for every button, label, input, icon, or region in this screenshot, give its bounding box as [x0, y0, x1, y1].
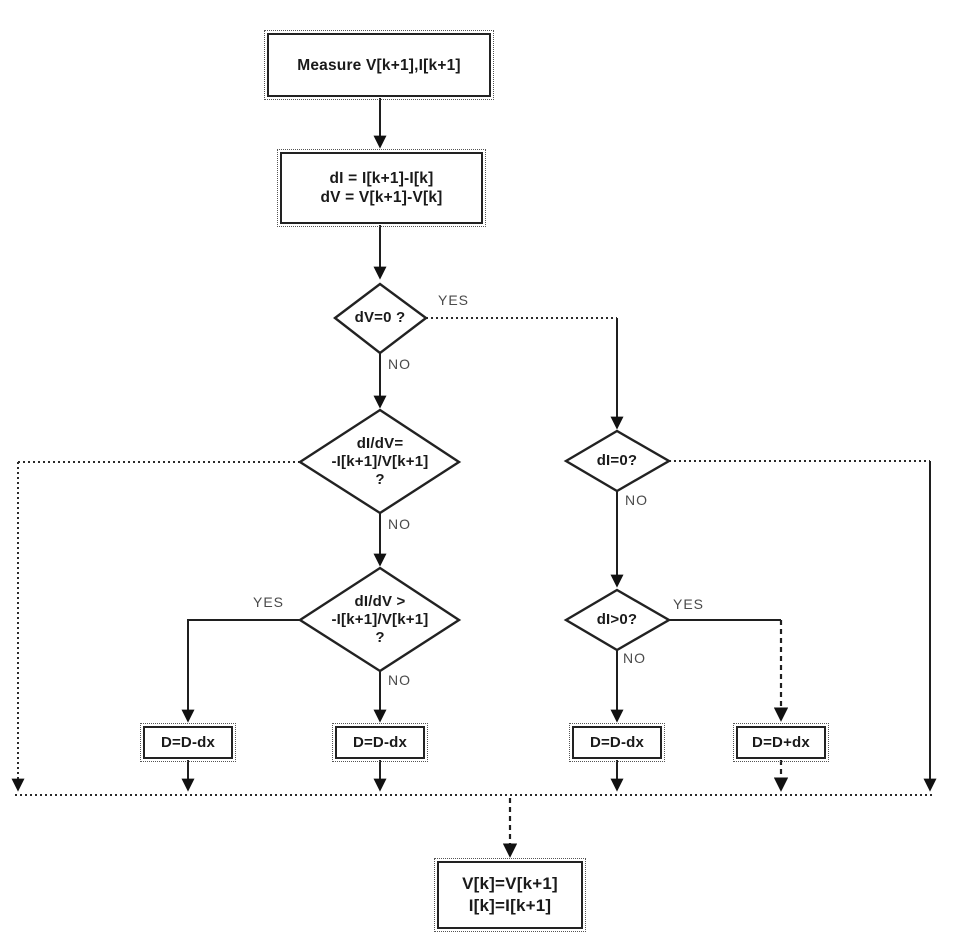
- edge-label-dv-zero-yes: YES: [438, 292, 470, 308]
- edge-label-didv-eq-no: NO: [388, 516, 411, 532]
- edge-didvgt-yes: [181, 619, 301, 723]
- decision-didv-eq-label: dI/dV= -I[k+1]/V[k+1] ?: [297, 435, 463, 489]
- edge-label-didv-gt-no: NO: [388, 672, 411, 688]
- process-measure: Measure V[k+1],I[k+1]: [264, 30, 494, 100]
- process-delta-calc-line2: dV = V[k+1]-V[k]: [320, 189, 443, 206]
- process-update-history: V[k]=V[k+1] I[k]=I[k+1]: [434, 858, 586, 932]
- process-update-history-line1: V[k]=V[k+1]: [462, 874, 558, 893]
- decision-didv-gt-line2: -I[k+1]/V[k+1]: [331, 611, 429, 628]
- action-increase-duty: D=D+dx: [733, 723, 829, 762]
- decision-di-zero-label: dI=0?: [596, 452, 638, 469]
- diamond-di-zero: [563, 429, 672, 493]
- decision-dv-zero-label: dV=0 ?: [354, 309, 406, 326]
- action-decrease-duty-3: D=D-dx: [569, 723, 665, 762]
- decision-didv-gt-label: dI/dV > -I[k+1]/V[k+1] ?: [297, 593, 463, 647]
- decision-didv-gt-line1: dI/dV >: [354, 593, 406, 610]
- action-decrease-duty-1: D=D-dx: [140, 723, 236, 762]
- decision-didv-eq-line3: ?: [375, 471, 385, 488]
- diamond-dv-zero: [333, 282, 429, 355]
- edge-label-di-gt-zero-no: NO: [623, 650, 646, 666]
- process-update-history-line2: I[k]=I[k+1]: [468, 896, 552, 915]
- action-decrease-duty-2-label: D=D-dx: [352, 734, 408, 751]
- edge-label-di-gt-zero-yes: YES: [673, 596, 705, 612]
- action-decrease-duty-2: D=D-dx: [332, 723, 428, 762]
- diamond-didv-eq: [297, 408, 462, 515]
- decision-didv-gt-line3: ?: [375, 629, 385, 646]
- decision-didv-eq-line2: -I[k+1]/V[k+1]: [331, 453, 429, 470]
- process-delta-calc: dI = I[k+1]-I[k] dV = V[k+1]-V[k]: [277, 149, 486, 227]
- decision-didv-eq-line1: dI/dV=: [356, 435, 404, 452]
- process-measure-label: Measure V[k+1],I[k+1]: [297, 56, 461, 74]
- diamond-didv-gt: [297, 566, 462, 673]
- decision-di-gt-zero-label: dI>0?: [596, 611, 638, 628]
- action-decrease-duty-1-label: D=D-dx: [160, 734, 216, 751]
- diamond-di-gt-zero: [563, 588, 672, 652]
- action-increase-duty-label: D=D+dx: [752, 734, 810, 751]
- edge-label-dv-zero-no: NO: [388, 356, 411, 372]
- action-decrease-duty-3-label: D=D-dx: [589, 734, 645, 751]
- edge-label-didv-gt-yes: YES: [253, 594, 285, 610]
- process-delta-calc-line1: dI = I[k+1]-I[k]: [329, 170, 434, 187]
- edge-label-di-zero-no: NO: [625, 492, 648, 508]
